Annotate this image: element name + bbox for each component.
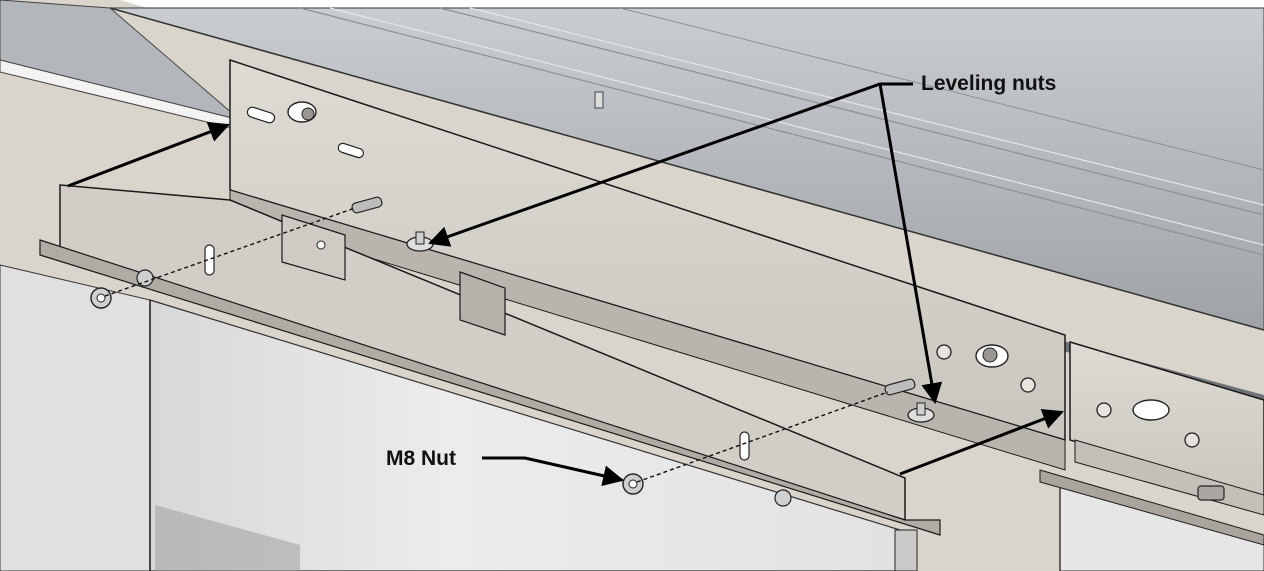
leveling-nuts-leader-2 xyxy=(878,83,943,405)
m8-nut-leader xyxy=(482,456,625,487)
fasteners xyxy=(90,196,935,507)
support-post xyxy=(281,214,506,336)
panel-flange xyxy=(39,184,941,536)
left-insert-arrow xyxy=(67,121,230,188)
m8-nut-label: M8 Nut xyxy=(386,447,456,470)
alignment-lines xyxy=(104,207,889,483)
right-insert-arrow xyxy=(899,408,1064,476)
adjacent-bracket xyxy=(1069,340,1264,516)
door-panels xyxy=(0,264,1264,571)
mounting-bracket xyxy=(229,58,1066,471)
leveling-nuts-label: Leveling nuts xyxy=(921,72,1057,95)
callout-arrows xyxy=(67,82,1064,487)
